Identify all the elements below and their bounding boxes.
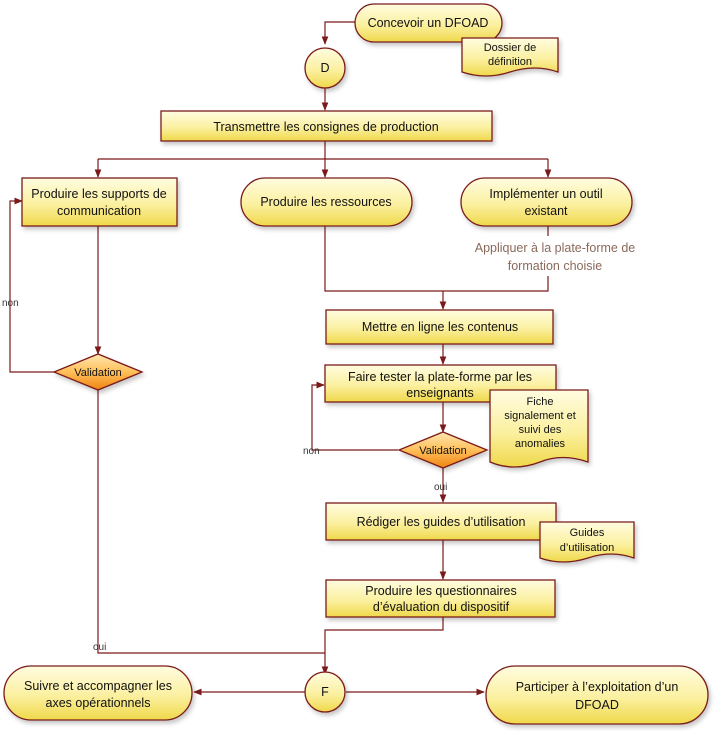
appliquer-line-2: formation choisie <box>508 259 603 273</box>
start-terminator-concevoir: Concevoir un DFOAD <box>354 3 503 43</box>
faire-tester-line-1: Faire tester la plate-forme par les <box>348 370 532 384</box>
terminator-participer-exploitation: Participer à l’exploitation d’un DFOAD <box>485 665 709 725</box>
connector-f: F <box>304 671 346 713</box>
implementer-line-2: existant <box>524 204 568 218</box>
rediger-label: Rédiger les guides d’utilisation <box>357 515 526 529</box>
process-faire-tester: Faire tester la plate-forme par les ense… <box>324 364 557 403</box>
process-produire-questionnaires: Produire les questionnaires d’évaluation… <box>325 579 556 618</box>
participer-line-1: Participer à l’exploitation d’un <box>516 680 679 694</box>
guides-line-2: d’utilisation <box>560 542 614 554</box>
edge-label-oui-right: oui <box>434 482 447 493</box>
link-label-appliquer: Appliquer à la plate-forme de formation … <box>475 241 636 273</box>
faire-tester-line-2: enseignants <box>406 386 473 400</box>
validation-left-label: Validation <box>74 367 122 379</box>
fiche-line-2: signalement et <box>504 410 576 422</box>
edge-label-oui-left: oui <box>93 642 106 653</box>
dossier-line-1: Dossier de <box>484 42 537 54</box>
fiche-line-3: suivi des <box>519 424 562 436</box>
questionnaires-line-1: Produire les questionnaires <box>365 584 516 598</box>
decision-validation-left: Validation <box>52 353 144 391</box>
suivre-line-1: Suivre et accompagner les <box>24 679 172 693</box>
transmettre-label: Transmettre les consignes de production <box>213 120 438 134</box>
supports-line-2: communication <box>57 204 141 218</box>
supports-line-1: Produire les supports de <box>31 187 167 201</box>
start-label: Concevoir un DFOAD <box>368 16 489 30</box>
validation-right-label: Validation <box>419 445 467 457</box>
terminator-produire-ressources: Produire les ressources <box>240 177 413 227</box>
dossier-line-2: définition <box>488 56 532 68</box>
connector-f-label: F <box>321 685 329 699</box>
process-transmettre-consignes: Transmettre les consignes de production <box>160 110 493 142</box>
mettre-en-ligne-label: Mettre en ligne les contenus <box>362 320 518 334</box>
document-fiche-signalement: Fiche signalement et suivi des anomalies <box>489 389 589 468</box>
edge-label-non-left: non <box>2 298 19 309</box>
edge-label-non-right: non <box>303 446 320 457</box>
process-mettre-en-ligne: Mettre en ligne les contenus <box>325 309 554 345</box>
questionnaires-line-2: d’évaluation du dispositif <box>373 600 510 614</box>
suivre-line-2: axes opérationnels <box>46 696 151 710</box>
document-guides-utilisation: Guides d’utilisation <box>539 521 635 563</box>
process-produire-supports: Produire les supports de communication <box>21 177 178 227</box>
document-dossier-definition: Dossier de définition <box>461 37 559 77</box>
fiche-line-4: anomalies <box>515 438 566 450</box>
appliquer-line-1: Appliquer à la plate-forme de <box>475 241 636 255</box>
terminator-suivre-accompagner: Suivre et accompagner les axes opération… <box>3 665 193 721</box>
fiche-line-1: Fiche <box>527 396 554 408</box>
guides-line-1: Guides <box>570 527 605 539</box>
connector-d: D <box>304 47 346 89</box>
connector-lines <box>9 21 552 696</box>
connector-d-label: D <box>320 61 329 75</box>
decision-validation-right: Validation <box>397 431 489 469</box>
ressources-label: Produire les ressources <box>260 195 391 209</box>
implementer-line-1: Implémenter un outil <box>489 187 602 201</box>
process-rediger-guides: Rédiger les guides d’utilisation <box>325 502 557 541</box>
participer-line-2: DFOAD <box>575 698 619 712</box>
terminator-implementer-outil: Implémenter un outil existant <box>460 177 633 227</box>
